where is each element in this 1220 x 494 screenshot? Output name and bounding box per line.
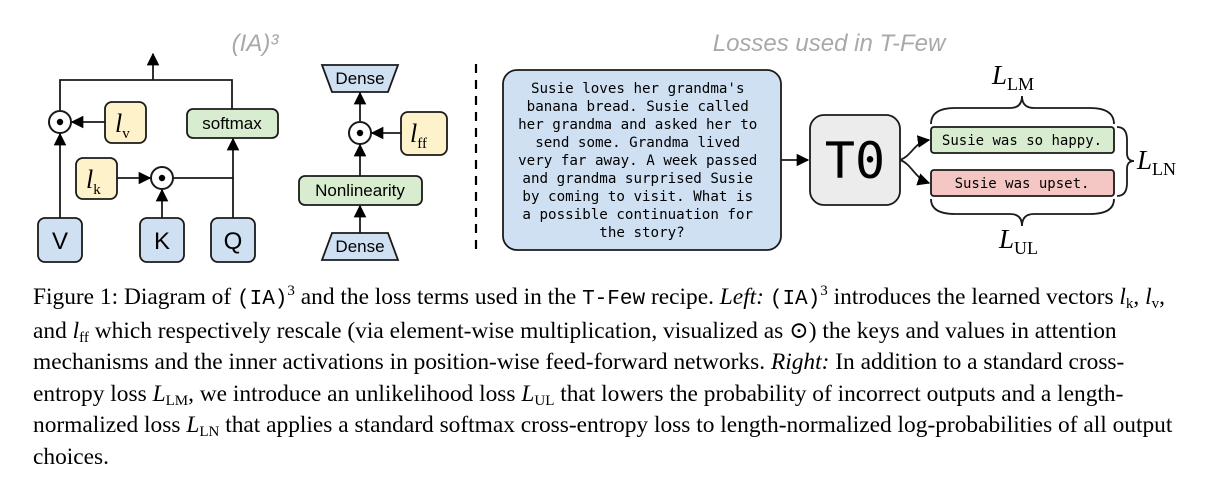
caption-text: cross-entropy loss to length-normalized … bbox=[33, 412, 1173, 470]
caption-text: and the loss terms used in the bbox=[300, 284, 577, 310]
t0-label: T0 bbox=[825, 132, 885, 190]
caption-lln: LLN bbox=[186, 412, 220, 440]
caption-text: introduces the bbox=[833, 284, 966, 310]
caption-odot: ⊙ bbox=[789, 317, 809, 344]
caption-ia3-sup: 3 bbox=[287, 283, 295, 299]
caption-text: networks. bbox=[673, 349, 766, 375]
q-label: Q bbox=[224, 228, 243, 255]
caption-text: that lowers the probability of incorrect… bbox=[33, 380, 1124, 439]
answer-incorrect-label: Susie was upset. bbox=[955, 176, 1090, 192]
dense-bottom-box: Dense bbox=[320, 232, 400, 261]
caption-llm: LLM bbox=[152, 380, 189, 409]
loss-ln-label: LLN bbox=[1136, 145, 1176, 179]
lk-sub: k bbox=[93, 182, 101, 198]
k-box: K bbox=[139, 217, 185, 263]
v-label: V bbox=[52, 228, 68, 255]
prompt-line: banana bread. Susie called bbox=[527, 99, 749, 115]
brace-ul bbox=[930, 198, 1115, 227]
ia3-attention-block: V K Q lv lk softmax bbox=[37, 52, 279, 263]
caption-fig-label: Figure 1: Diagram of bbox=[33, 284, 232, 310]
lff-main: l bbox=[410, 119, 417, 148]
softmax-box: softmax bbox=[186, 108, 279, 139]
lff-sub: ff bbox=[417, 136, 427, 152]
t0-model-box: T0 bbox=[809, 114, 901, 206]
nonlinearity-label: Nonlinearity bbox=[315, 181, 405, 200]
lv-sub: v bbox=[122, 126, 130, 142]
svg-text:lk: lk bbox=[86, 165, 101, 198]
odot-k-icon bbox=[150, 166, 174, 190]
caption-left-label: Left: bbox=[719, 284, 764, 310]
softmax-label: softmax bbox=[202, 114, 262, 133]
attention-arrows bbox=[53, 52, 240, 218]
caption-tfew-code: T-Few bbox=[582, 288, 646, 311]
caption-right-label: Right: bbox=[770, 349, 830, 375]
caption-ia3-code: (IA) bbox=[769, 288, 821, 311]
brace-ln bbox=[1116, 126, 1135, 197]
caption-text: which respectively rescale (via element-… bbox=[94, 317, 784, 344]
lv-vector-box: lv bbox=[104, 101, 147, 144]
k-label: K bbox=[154, 228, 170, 255]
caption-text: that applies a bbox=[225, 412, 349, 438]
lk-vector-box: lk bbox=[75, 157, 118, 200]
dense-top-label: Dense bbox=[335, 69, 384, 88]
caption-text: standard bbox=[354, 412, 434, 438]
answer-correct-label: Susie was so happy. bbox=[942, 133, 1102, 149]
caption-lul: LUL bbox=[521, 380, 555, 409]
dense-bottom-label: Dense bbox=[335, 237, 384, 256]
caption-softmax: softmax bbox=[439, 412, 515, 438]
dense-top-box: Dense bbox=[320, 64, 400, 93]
caption-text: ) the keys and values in attention mecha… bbox=[33, 317, 1117, 376]
caption-lk: lk bbox=[1119, 284, 1134, 312]
odot-ff-icon bbox=[348, 121, 372, 145]
caption-text: In addition to a standard cross-entropy … bbox=[33, 349, 1125, 407]
ffn-arrows bbox=[353, 91, 401, 233]
caption-lv: lv bbox=[1145, 284, 1160, 312]
figure-diagram: (IA)³ Losses used in T-Few V K Q lv lk bbox=[37, 30, 1176, 263]
prompt-line: the story? bbox=[599, 225, 684, 241]
caption-text: learned vectors bbox=[971, 284, 1114, 310]
caption-lff: lff bbox=[72, 317, 89, 346]
loss-ul-label: LUL bbox=[998, 224, 1038, 258]
svg-text:lff: lff bbox=[410, 119, 427, 152]
prompt-line: and grandma surprised Susie bbox=[522, 171, 753, 187]
caption-text: , we introduce an unlikelihood loss bbox=[188, 380, 516, 407]
nonlinearity-box: Nonlinearity bbox=[298, 175, 423, 206]
caption-ia3-sup: 3 bbox=[820, 283, 828, 299]
ia3-title: (IA)³ bbox=[232, 30, 280, 57]
prompt-line: send some. Grandma lived bbox=[535, 135, 740, 151]
lv-main: l bbox=[115, 109, 122, 138]
prompt-box: Susie loves her grandma's banana bread. … bbox=[502, 69, 782, 251]
svg-text:lv: lv bbox=[115, 109, 130, 142]
lk-main: l bbox=[86, 165, 93, 194]
tfew-block: Susie loves her grandma's banana bread. … bbox=[502, 60, 1176, 258]
figure-caption: Figure 1: Diagram of (IA)3 and the loss … bbox=[33, 283, 1173, 470]
brace-lm bbox=[930, 95, 1115, 125]
answer-incorrect-box: Susie was upset. bbox=[930, 169, 1115, 197]
lff-vector-box: lff bbox=[400, 111, 448, 156]
prompt-line: her grandma and asked her to bbox=[518, 117, 757, 133]
prompt-line: by coming to visit. What is bbox=[522, 189, 753, 205]
prompt-line: Susie loves her grandma's bbox=[531, 81, 745, 97]
tfew-arrows bbox=[781, 135, 931, 186]
svg-text:Susie loves her grandma's: Susie loves her grandma's banana bread. … bbox=[518, 81, 766, 241]
answer-correct-box: Susie was so happy. bbox=[930, 126, 1115, 154]
losses-title: Losses used in T-Few bbox=[713, 30, 947, 57]
loss-lm-label: LLM bbox=[991, 60, 1034, 94]
ia3-ffn-block: Dense Nonlinearity Dense lff bbox=[298, 64, 448, 261]
prompt-line: a possible continuation for bbox=[522, 207, 753, 223]
caption-text: recipe. bbox=[650, 284, 714, 310]
odot-v-icon bbox=[48, 110, 72, 134]
v-box: V bbox=[37, 217, 83, 263]
caption-ia3-code: (IA) bbox=[236, 288, 288, 311]
q-box: Q bbox=[210, 217, 256, 263]
prompt-line: very far away. A week passed bbox=[518, 153, 757, 169]
